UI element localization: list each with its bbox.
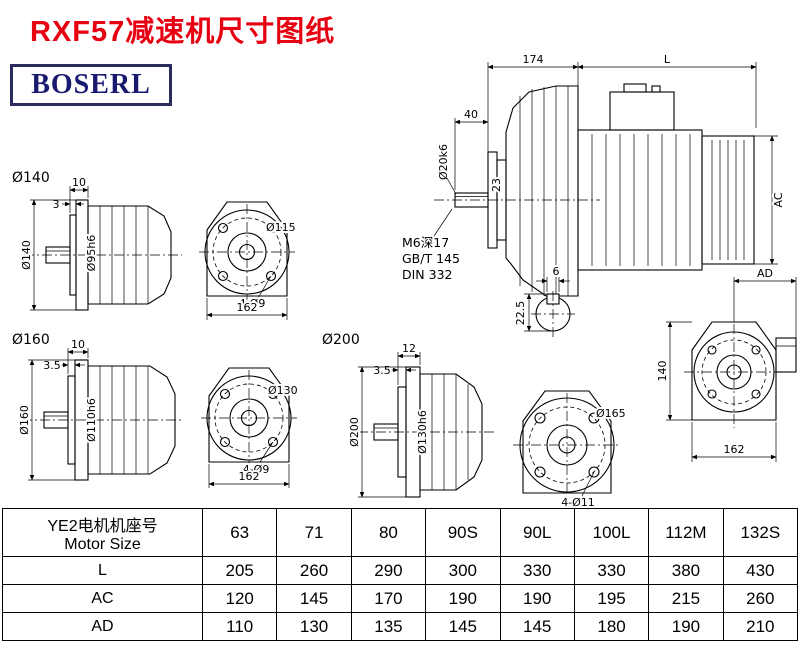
view-200-front: Ø165 4-Ø11 — [513, 390, 628, 510]
size-col-90l: 90L — [499, 508, 575, 557]
table-cell: 120 — [201, 584, 278, 613]
view-140-front: Ø115 4-Ø9 162 — [199, 201, 298, 320]
table-cell: 110 — [201, 612, 278, 641]
table-cell: 205 — [201, 556, 278, 585]
size-col-71: 71 — [276, 508, 352, 557]
dim-160-flange: Ø160 — [18, 405, 31, 435]
row-label-AC: AC — [2, 584, 203, 613]
size-col-90s: 90S — [425, 508, 501, 557]
dim-main-key-width: 6 — [553, 265, 560, 278]
table-cell: 330 — [499, 556, 575, 585]
dim-140-step: 3 — [53, 198, 60, 211]
table-cell: 380 — [648, 556, 724, 585]
table-cell: 145 — [499, 612, 575, 641]
dim-160-width: 10 — [71, 338, 85, 351]
table-cell: 135 — [350, 612, 427, 641]
table-cell: 170 — [350, 584, 427, 613]
note-m6: M6深17 — [402, 235, 449, 250]
table-cell: 195 — [573, 584, 650, 613]
note-gbt: GB/T 145 — [402, 251, 460, 266]
dim-140-pilot: Ø95h6 — [85, 235, 98, 272]
table-row-AC: AC 120 145 170 190 190 195 215 260 — [2, 584, 799, 613]
motor-size-label-en: Motor Size — [64, 535, 141, 553]
dim-140-width: 10 — [72, 176, 86, 189]
dim-160-holes: 4-Ø9 — [243, 463, 270, 476]
dim-main-174: 174 — [523, 53, 544, 66]
section-label-140: Ø140 — [12, 170, 50, 186]
size-col-80: 80 — [350, 508, 427, 557]
motor-size-header-cell: YE2电机机座号 Motor Size — [2, 508, 203, 557]
dim-main-23: 23 — [490, 178, 503, 192]
dim-main-ac: AC — [772, 192, 785, 207]
table-cell: 215 — [648, 584, 724, 613]
view-160-front: Ø130 4-Ø9 162 — [201, 367, 300, 488]
dim-main-shaft-dia: Ø20k6 — [437, 144, 450, 180]
dim-200-bolt-circle: Ø165 — [596, 407, 626, 420]
dim-main-L: L — [664, 53, 671, 66]
technical-drawing: Ø140 10 3 Ø140 Ø95h6 — [12, 51, 797, 510]
logo-text: BOSERL — [31, 69, 151, 100]
dim-rear-140: 140 — [656, 361, 669, 382]
table-header-row: YE2电机机座号 Motor Size 63 71 80 90S 90L 100… — [2, 508, 799, 557]
motor-size-label-cn: YE2电机机座号 — [47, 517, 158, 535]
view-200-side: Ø200 12 3.5 Ø200 Ø130h6 — [322, 332, 494, 498]
section-label-160: Ø160 — [12, 332, 50, 348]
table-cell: 430 — [722, 556, 799, 585]
table-cell: 145 — [425, 612, 501, 641]
dim-200-width: 12 — [402, 342, 416, 355]
boserl-logo: BOSERL — [10, 64, 172, 106]
size-col-63: 63 — [201, 508, 278, 557]
table-cell: 190 — [425, 584, 501, 613]
dim-160-step: 3.5 — [43, 359, 61, 372]
table-cell: 190 — [648, 612, 724, 641]
row-label-AD: AD — [2, 612, 203, 641]
row-label-L: L — [2, 556, 203, 585]
dim-140-holes: 4-Ø9 — [239, 297, 266, 310]
dim-200-step: 3.5 — [373, 364, 391, 377]
page-title: RXF57减速机尺寸图纸 — [30, 16, 336, 48]
dim-main-40: 40 — [464, 108, 478, 121]
dim-160-width-162: 162 — [239, 470, 260, 483]
table-cell: 130 — [276, 612, 352, 641]
view-rear: AD 140 162 — [654, 265, 797, 462]
dim-140-flange: Ø140 — [20, 240, 33, 270]
size-col-100l: 100L — [573, 508, 650, 557]
view-140-side: Ø140 10 3 Ø140 Ø95h6 — [12, 170, 182, 311]
dimension-table: YE2电机机座号 Motor Size 63 71 80 90S 90L 100… — [2, 508, 799, 641]
dim-200-flange: Ø200 — [348, 417, 361, 447]
table-cell: 260 — [722, 584, 799, 613]
dim-160-pilot: Ø110h6 — [85, 398, 98, 442]
view-160-side: Ø160 10 3.5 Ø160 Ø110h6 — [12, 332, 184, 481]
dim-200-pilot: Ø130h6 — [416, 410, 429, 454]
size-col-112m: 112M — [648, 508, 724, 557]
table-cell: 290 — [350, 556, 427, 585]
table-cell: 260 — [276, 556, 352, 585]
dim-rear-ad: AD — [757, 267, 773, 280]
table-cell: 330 — [573, 556, 650, 585]
dim-200-holes: 4-Ø11 — [561, 496, 595, 509]
note-din: DIN 332 — [402, 267, 453, 282]
dim-rear-162: 162 — [724, 443, 745, 456]
view-main-assembly: 174 L 40 Ø20k6 23 — [400, 51, 787, 337]
dim-140-bolt-circle: Ø115 — [266, 221, 296, 234]
table-row-AD: AD 110 130 135 145 145 180 190 210 — [2, 612, 799, 641]
dim-160-bolt-circle: Ø130 — [268, 384, 298, 397]
section-label-200: Ø200 — [322, 332, 360, 348]
table-row-L: L 205 260 290 300 330 330 380 430 — [2, 556, 799, 585]
table-cell: 210 — [722, 612, 799, 641]
size-col-132s: 132S — [722, 508, 799, 557]
table-cell: 300 — [425, 556, 501, 585]
dim-140-width-162: 162 — [237, 301, 258, 314]
table-cell: 145 — [276, 584, 352, 613]
table-cell: 190 — [499, 584, 575, 613]
dim-main-key-height: 22.5 — [514, 301, 527, 326]
table-cell: 180 — [573, 612, 650, 641]
